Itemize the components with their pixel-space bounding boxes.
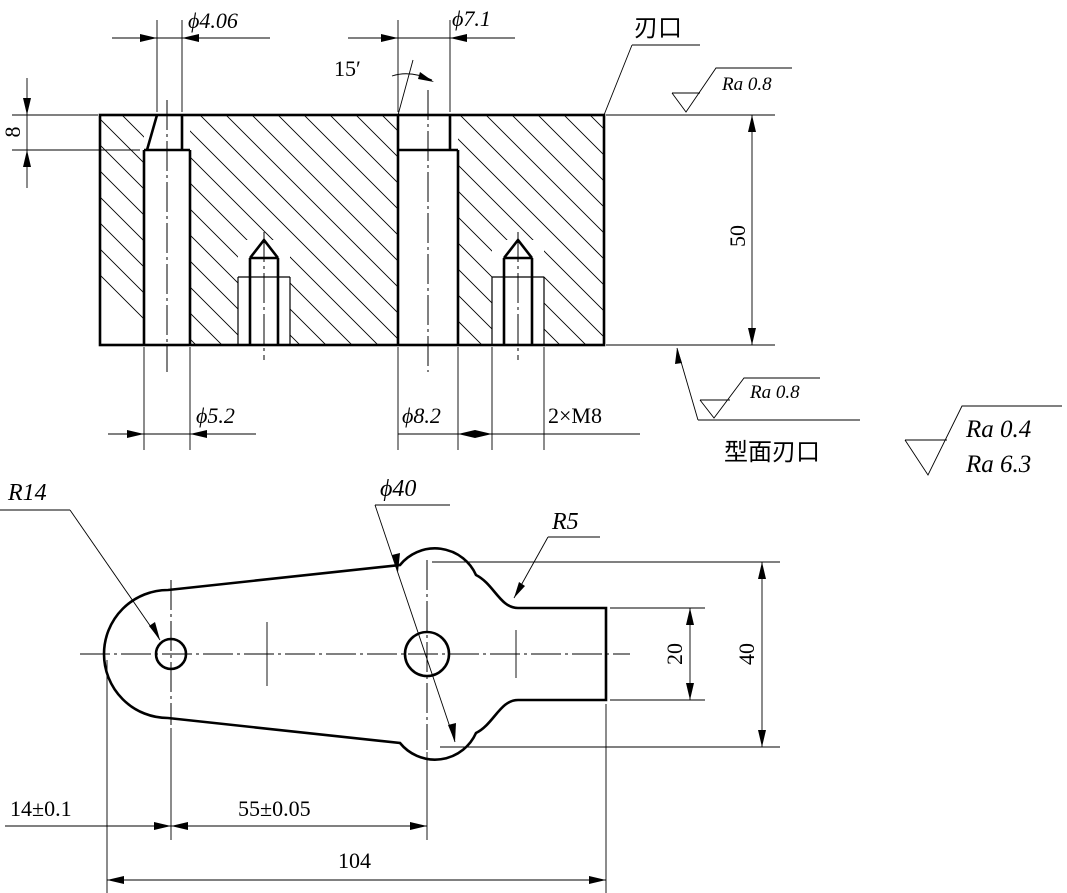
dim-height-text: 50 <box>725 225 750 247</box>
dim-width-tab: 20 <box>610 607 705 701</box>
dim-pos-2-text: 55±0.05 <box>238 796 311 821</box>
hatch-line <box>257 115 519 345</box>
hatch-line <box>179 115 441 345</box>
hatch-line <box>439 115 604 345</box>
dim-r-fillet: R5 <box>513 509 600 599</box>
dim-d-small-bottom-text: ϕ5.2 <box>196 403 235 428</box>
profile-note-text: 型面刃口 <box>724 438 820 466</box>
roughness-bottom: Ra 0.8 型面刃口 <box>675 347 860 466</box>
threaded-hole-right <box>491 232 545 360</box>
hatch-line <box>100 115 181 345</box>
dim-d-large-top: ϕ7.1 <box>348 6 515 112</box>
hatch-line <box>100 115 207 345</box>
dim-width-total-text: 40 <box>734 643 759 665</box>
dim-length-total: 104 <box>107 848 606 884</box>
plan-view: R14 ϕ40 R5 20 <box>0 476 780 893</box>
dim-chain: 14±0.1 55±0.05 <box>5 660 607 893</box>
hatch-line <box>674 95 934 355</box>
left-punch-hole <box>142 100 192 372</box>
dim-d-center-text: ϕ40 <box>380 476 416 502</box>
roughness-bottom-text: Ra 0.8 <box>749 382 800 403</box>
hatch-line <box>335 115 597 345</box>
hatch-line <box>517 115 604 345</box>
roughness-top-text: Ra 0.8 <box>721 74 772 95</box>
roughness-note-line2: Ra 6.3 <box>965 451 1031 478</box>
dim-angle-text: 15′ <box>334 56 361 81</box>
hatch-line <box>100 115 337 345</box>
hatch-line <box>100 115 259 345</box>
cutting-edge-label: 刃口 <box>603 14 700 116</box>
hatch-line <box>700 95 960 355</box>
dim-width-total: 40 <box>432 561 780 748</box>
die-block-outline <box>98 113 606 347</box>
hatch-line <box>569 115 604 345</box>
hatch-line <box>205 115 467 345</box>
roughness-note-line1: Ra 0.4 <box>965 416 1031 443</box>
dim-d-large-bottom: ϕ8.2 <box>397 347 476 450</box>
hatch-line <box>231 115 493 345</box>
right-punch-hole <box>396 90 460 372</box>
hatch-line <box>595 115 604 345</box>
dim-d-small-top: ϕ4.06 <box>112 8 270 112</box>
dim-depth: 8 <box>0 78 140 188</box>
hatch-line <box>543 115 604 345</box>
dim-depth-text: 8 <box>0 127 25 138</box>
hatch-line <box>465 115 604 345</box>
dim-d-small-top-text: ϕ4.06 <box>188 8 238 33</box>
dim-length-total-text: 104 <box>338 848 371 873</box>
section-view: ϕ4.06 ϕ7.1 15′ 8 <box>0 6 1062 478</box>
dim-height: 50 <box>606 114 775 346</box>
threaded-hole-left <box>237 232 291 360</box>
dim-r-fillet-text: R5 <box>551 509 579 535</box>
hatch-line <box>491 115 604 345</box>
dim-d-large-bottom-text: ϕ8.2 <box>402 403 441 428</box>
dim-threads: 2×M8 <box>474 347 640 450</box>
dim-d-small-bottom: ϕ5.2 <box>108 347 256 450</box>
dim-d-large-top-text: ϕ7.1 <box>452 6 491 31</box>
dim-r-left: R14 <box>0 480 161 641</box>
dim-angle: 15′ <box>334 56 434 116</box>
hatch-line <box>153 115 415 345</box>
roughness-top: Ra 0.8 <box>671 67 792 113</box>
dim-d-center: ϕ40 <box>374 476 456 743</box>
roughness-note: Ra 0.4 Ra 6.3 <box>904 405 1062 478</box>
dim-width-tab-text: 20 <box>662 643 687 665</box>
dim-r-left-text: R14 <box>7 480 47 506</box>
dim-pos-1-text: 14±0.1 <box>10 796 72 821</box>
dim-threads-text: 2×M8 <box>548 403 602 428</box>
hatch-line <box>100 115 233 345</box>
cutting-edge-text: 刃口 <box>634 14 682 42</box>
hatch-line <box>648 95 908 355</box>
